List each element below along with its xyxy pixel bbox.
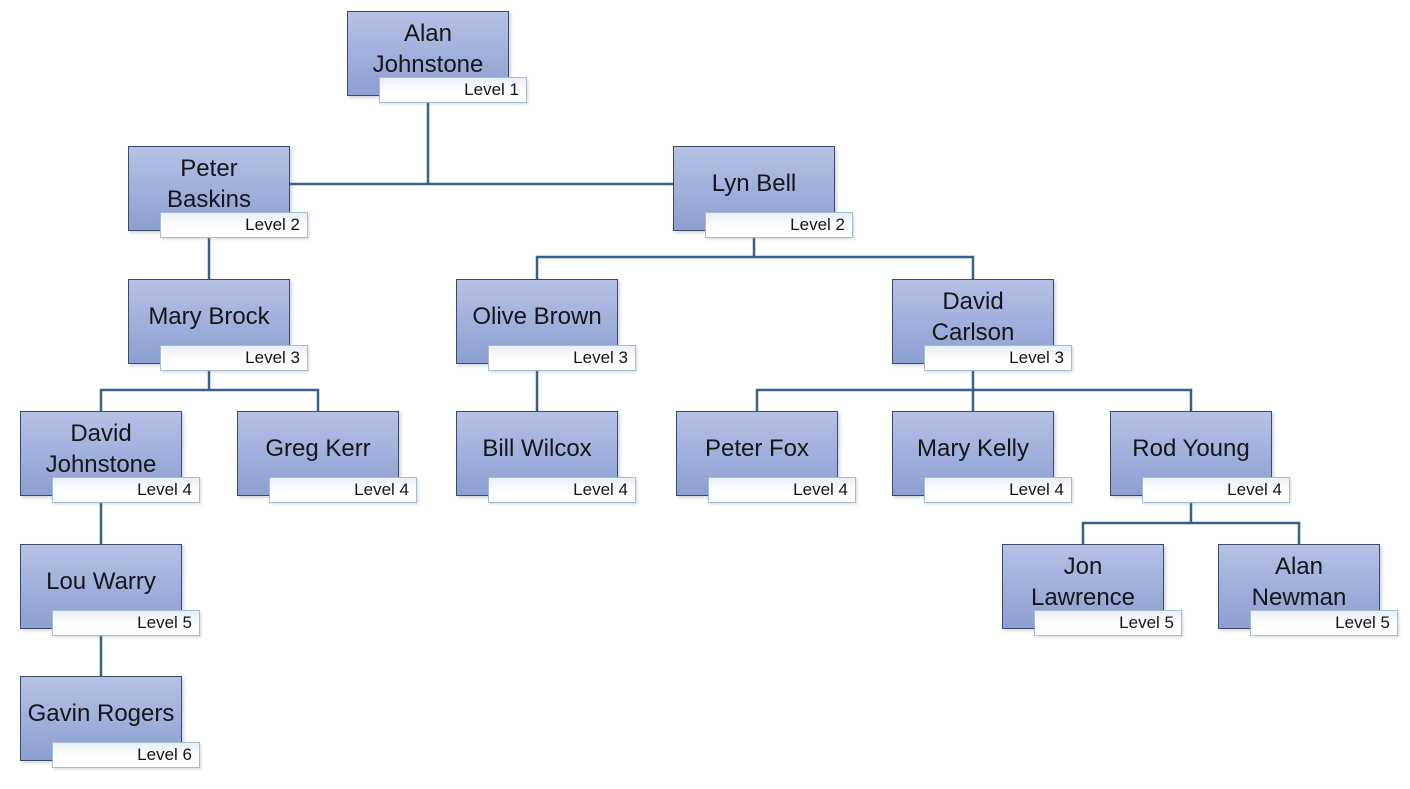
org-node-bill-wilcox: Bill Wilcox Level 4 — [456, 411, 636, 529]
org-node-mary-kelly: Mary Kelly Level 4 — [892, 411, 1072, 529]
connector-alan-johnstone-to-level2 — [288, 101, 675, 186]
level-badge: Level 4 — [269, 477, 417, 503]
level-badge: Level 3 — [924, 345, 1072, 371]
level-badge: Level 4 — [1142, 477, 1290, 503]
employee-name: Peter Baskins — [166, 154, 252, 213]
employee-name: Lyn Bell — [711, 170, 797, 197]
employee-name: Gavin Rogers — [27, 700, 175, 727]
org-node-lyn-bell: Lyn Bell Level 2 — [673, 146, 853, 264]
level-badge: Level 4 — [924, 477, 1072, 503]
org-node-peter-fox: Peter Fox Level 4 — [676, 411, 856, 529]
org-node-gavin-rogers: Gavin Rogers Level 6 — [20, 676, 200, 789]
employee-name: Peter Fox — [704, 435, 810, 462]
employee-name: David Johnstone — [45, 419, 157, 478]
employee-name: Mary Brock — [148, 303, 270, 330]
org-node-greg-kerr: Greg Kerr Level 4 — [237, 411, 417, 529]
level-badge: Level 6 — [52, 742, 200, 768]
level-badge: Level 3 — [488, 345, 636, 371]
org-node-alan-johnstone: Alan Johnstone Level 1 — [347, 11, 527, 129]
level-badge: Level 2 — [160, 212, 308, 238]
org-node-mary-brock: Mary Brock Level 3 — [128, 279, 308, 397]
connector-mary-brock-to-children — [99, 369, 320, 413]
employee-name: David Carlson — [931, 287, 1015, 346]
employee-name: Jon Lawrence — [1030, 552, 1136, 611]
employee-name: Olive Brown — [472, 303, 602, 330]
level-badge: Level 3 — [160, 345, 308, 371]
employee-name: Alan Newman — [1251, 552, 1347, 611]
employee-name: Mary Kelly — [916, 435, 1030, 462]
employee-name: Alan Johnstone — [372, 19, 484, 78]
org-node-david-carlson: David Carlson Level 3 — [892, 279, 1072, 397]
level-badge: Level 4 — [488, 477, 636, 503]
org-node-rod-young: Rod Young Level 4 — [1110, 411, 1290, 529]
level-badge: Level 4 — [708, 477, 856, 503]
org-node-peter-baskins: Peter Baskins Level 2 — [128, 146, 308, 264]
level-badge: Level 5 — [52, 610, 200, 636]
employee-name: Greg Kerr — [265, 435, 371, 462]
level-badge: Level 4 — [52, 477, 200, 503]
employee-name: Rod Young — [1132, 435, 1250, 462]
connector-lyn-bell-to-children — [535, 236, 975, 281]
employee-name: Lou Warry — [46, 568, 156, 595]
connector-david-carlson-to-children — [755, 369, 1193, 413]
org-node-david-johnstone: David Johnstone Level 4 — [20, 411, 200, 529]
employee-name: Bill Wilcox — [482, 435, 592, 462]
org-node-jon-lawrence: Jon Lawrence Level 5 — [1002, 544, 1182, 662]
level-badge: Level 1 — [379, 77, 527, 103]
level-badge: Level 5 — [1034, 610, 1182, 636]
connector-rod-young-to-children — [1081, 501, 1301, 546]
org-node-olive-brown: Olive Brown Level 3 — [456, 279, 636, 397]
org-node-lou-warry: Lou Warry Level 5 — [20, 544, 200, 662]
org-node-alan-newman: Alan Newman Level 5 — [1218, 544, 1398, 662]
level-badge: Level 5 — [1250, 610, 1398, 636]
level-badge: Level 2 — [705, 212, 853, 238]
